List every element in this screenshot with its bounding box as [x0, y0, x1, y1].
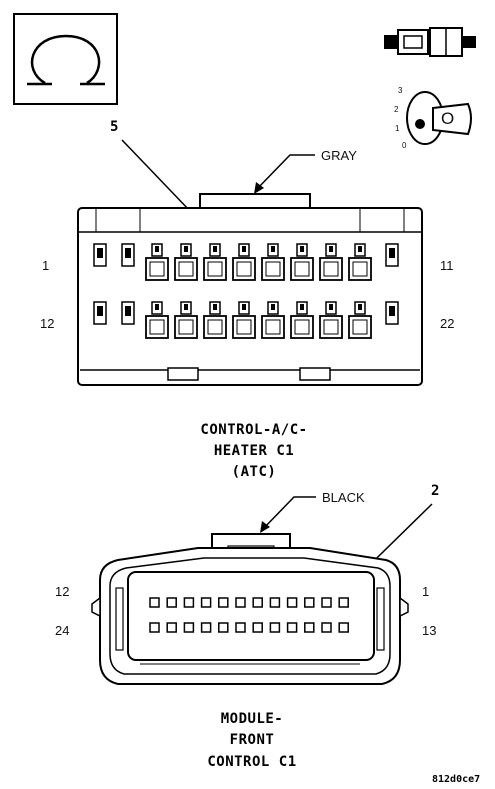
callout-pin-5: 5 [110, 119, 118, 135]
bottom-pin-label-24: 24 [55, 623, 69, 638]
ignition-position-0: 0 [402, 141, 407, 150]
top-pin-cavity [232, 301, 256, 339]
bottom-pin-cavity [321, 622, 332, 633]
ignition-position-2: 2 [394, 105, 399, 114]
bottom-pin-cavity [338, 597, 349, 608]
bottom-pin-cavity [252, 597, 263, 608]
bottom-pin-label-1: 1 [422, 584, 429, 599]
bottom-pin-cavity [166, 597, 177, 608]
top-pin-cavity [290, 243, 314, 281]
top-pin-cavity [93, 243, 107, 267]
callout-color-gray: GRAY [321, 148, 357, 163]
top-pin-cavity [174, 243, 198, 281]
top-connector-title-line2: HEATER C1 [214, 443, 294, 459]
ignition-key-icon: 3 2 1 0 O [394, 86, 472, 150]
ignition-position-1: 1 [395, 124, 400, 133]
bottom-pin-cavity [149, 622, 160, 633]
bottom-connector-title-line3: CONTROL C1 [207, 754, 296, 770]
bottom-connector-title-line2: FRONT [230, 732, 275, 748]
top-pin-cavity [319, 243, 343, 281]
connector-top: 5 GRAY 1 11 12 22 CONTROL-A/C- HEATER C1… [40, 119, 454, 480]
top-pin-cavity [145, 243, 169, 281]
top-pin-cavity [121, 301, 135, 325]
callout-pin-2: 2 [431, 483, 439, 499]
bottom-pin-cavity [200, 622, 212, 633]
bottom-pin-cavity [218, 597, 229, 608]
bottom-pin-cavity [304, 597, 315, 608]
bottom-pin-label-13: 13 [422, 623, 436, 638]
bottom-pin-cavity [321, 597, 332, 608]
top-connector-title-line1: CONTROL-A/C- [200, 422, 307, 438]
bottom-pin-cavity [269, 622, 281, 633]
top-pin-label-22: 22 [440, 316, 454, 331]
bottom-pin-cavity [149, 597, 160, 608]
top-pin-cavity [261, 243, 285, 281]
top-pin-cavity [121, 243, 135, 267]
top-pin-cavity [319, 301, 343, 339]
top-pin-cavity [232, 243, 256, 281]
top-pin-label-11: 11 [440, 258, 454, 273]
ignition-position-3: 3 [398, 86, 403, 95]
top-pin-cavity [145, 301, 169, 339]
bottom-pin-cavity [304, 622, 315, 633]
callout-color-black: BLACK [322, 490, 365, 505]
connector-plug-icon [384, 27, 476, 57]
top-connector-title-line3: (ATC) [232, 464, 277, 480]
bottom-pin-label-12: 12 [55, 584, 69, 599]
top-pin-cavity [203, 301, 227, 339]
top-pin-cavity [385, 243, 399, 267]
top-pin-cavity [203, 243, 227, 281]
top-pin-cavity [385, 301, 399, 325]
ohm-symbol-icon [13, 13, 118, 105]
bottom-pin-cavity [286, 597, 298, 608]
bottom-pin-cavity [235, 597, 246, 608]
bottom-pin-cavity [252, 622, 263, 633]
top-pin-cavity [348, 301, 372, 339]
bottom-pin-cavity [286, 622, 298, 633]
top-pin-cavity [93, 301, 107, 325]
bottom-pin-cavity [338, 622, 349, 633]
bottom-pin-cavity [200, 597, 212, 608]
top-pin-label-1: 1 [42, 258, 49, 273]
top-pin-cavity [261, 301, 285, 339]
connector-bottom: BLACK 2 12 1 24 13 MODULE- FRONT CONTROL… [55, 483, 439, 770]
bottom-pin-cavity [269, 597, 281, 608]
bottom-pin-cavity [235, 622, 246, 633]
top-pin-cavity [348, 243, 372, 281]
bottom-pin-cavity [218, 622, 229, 633]
key-label: O [441, 109, 454, 128]
bottom-pin-cavity [166, 622, 177, 633]
figure-code: 812d0ce7 [432, 774, 480, 785]
bottom-pin-cavity [183, 622, 195, 633]
bottom-pin-cavity [183, 597, 195, 608]
top-pin-cavity [174, 301, 198, 339]
bottom-connector-title-line1: MODULE- [221, 711, 284, 727]
top-pin-label-12: 12 [40, 316, 54, 331]
top-pin-cavity [290, 301, 314, 339]
